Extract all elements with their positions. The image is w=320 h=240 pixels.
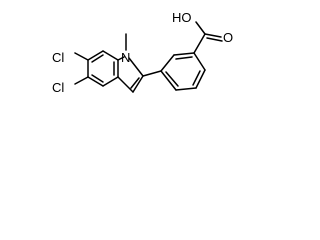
chemical-structure: Cl Cl N HO O bbox=[52, 10, 233, 95]
chlorine-top-label: Cl bbox=[52, 50, 64, 65]
indole-pyrrole-ring bbox=[117, 56, 144, 93]
nitrogen-label: N bbox=[121, 50, 130, 65]
indole-phenyl-bond bbox=[142, 70, 162, 77]
carboxyl-group bbox=[193, 21, 223, 54]
carbonyl-oxygen-label: O bbox=[223, 30, 233, 45]
hydroxyl-label: HO bbox=[172, 10, 192, 25]
chlorine-bottom-bond bbox=[74, 76, 89, 85]
chlorine-top-bond bbox=[74, 52, 89, 61]
indole-benzene-ring bbox=[87, 50, 119, 87]
phenyl-ring bbox=[160, 52, 206, 91]
chlorine-bottom-label: Cl bbox=[52, 80, 64, 95]
